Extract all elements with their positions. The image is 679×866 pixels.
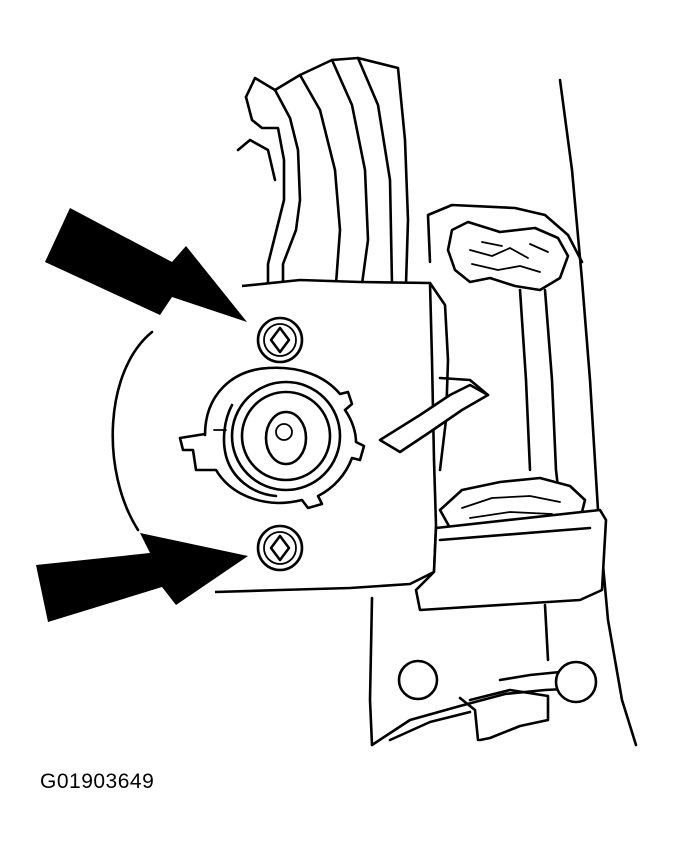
- headlamp-housing: [426, 78, 638, 747]
- arrow-pointer-icon: [36, 533, 248, 622]
- phillips-screw-icon: [256, 316, 304, 364]
- wire-harness: [236, 56, 410, 286]
- upper-clip: [446, 220, 570, 292]
- rotation-direction-arc: [111, 330, 154, 532]
- lower-clip: [414, 476, 608, 612]
- figure-id-label: G01903649: [40, 770, 155, 793]
- lower-frame: [368, 596, 598, 747]
- bulb-socket-icon: [178, 366, 366, 510]
- phillips-screw-icon: [256, 524, 304, 572]
- arrow-pointer-icon: [45, 208, 247, 322]
